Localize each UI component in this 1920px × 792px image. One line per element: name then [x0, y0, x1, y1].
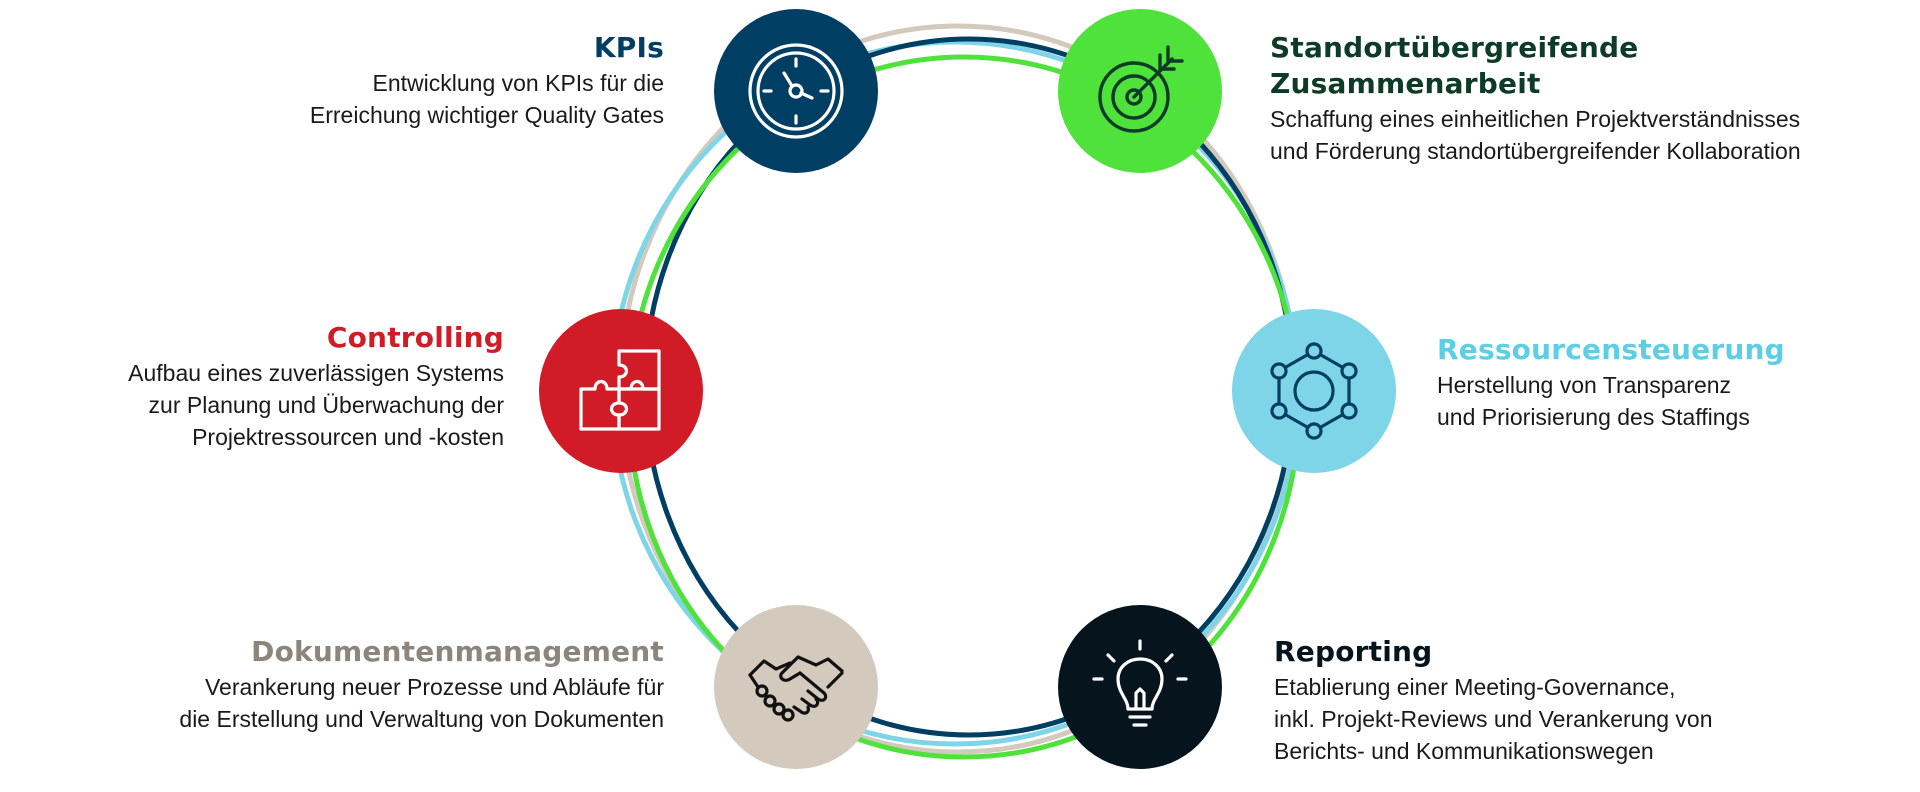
node-kpis — [714, 9, 878, 173]
lightbulb-icon — [1092, 639, 1188, 727]
controlling-desc-line: Aufbau eines zuverlässigen Systems — [128, 360, 504, 386]
controlling-label: Controlling Aufbau eines zuverlässigen S… — [60, 320, 504, 453]
dokumente-title: Dokumentenmanagement — [251, 635, 664, 668]
controlling-description: Aufbau eines zuverlässigen Systems zur P… — [60, 357, 504, 453]
ressourcen-title: Ressourcensteuerung — [1437, 333, 1785, 366]
zusammenarbeit-description: Schaffung eines einheitlichen Projektver… — [1270, 103, 1910, 167]
node-zusammenarbeit — [1058, 9, 1222, 173]
reporting-label: Reporting Etablierung einer Meeting-Gove… — [1274, 634, 1834, 767]
controlling-desc-line: zur Planung und Überwachung der — [148, 392, 504, 418]
ressourcen-label: Ressourcensteuerung Herstellung von Tran… — [1437, 332, 1897, 433]
network-hub-icon — [1270, 342, 1358, 440]
handshake-icon — [748, 655, 844, 722]
ressourcen-desc-line: Herstellung von Transparenz — [1437, 372, 1732, 398]
node-controlling — [539, 309, 703, 473]
kpis-title: KPIs — [593, 31, 664, 64]
gauge-icon — [748, 43, 844, 139]
kpis-desc-line: Erreichung wichtiger Quality Gates — [309, 102, 664, 128]
ressourcen-desc-line: und Priorisierung des Staffings — [1437, 404, 1750, 430]
kpis-description: Entwicklung von KPIs für die Erreichung … — [230, 67, 664, 131]
dokumente-desc-line: die Erstellung und Verwaltung von Dokume… — [179, 706, 664, 732]
kpis-desc-line: Entwicklung von KPIs für die — [372, 70, 664, 96]
zusammenarbeit-label: Standortübergreifende Zusammenarbeit Sch… — [1270, 30, 1910, 167]
node-dokumente — [714, 605, 878, 769]
reporting-desc-line: inkl. Projekt-Reviews und Verankerung vo… — [1274, 706, 1713, 732]
node-reporting — [1058, 605, 1222, 769]
dokumente-description: Verankerung neuer Prozesse und Abläufe f… — [100, 671, 664, 735]
reporting-description: Etablierung einer Meeting-Governance, in… — [1274, 671, 1834, 767]
zusammenarbeit-desc-line: Schaffung eines einheitlichen Projektver… — [1270, 106, 1801, 132]
controlling-title: Controlling — [326, 321, 504, 354]
kpis-label: KPIs Entwicklung von KPIs für die Erreic… — [230, 30, 664, 131]
zusammenarbeit-title: Standortübergreifende Zusammenarbeit — [1270, 31, 1639, 100]
node-ressourcen — [1232, 309, 1396, 473]
dokumente-label: Dokumentenmanagement Verankerung neuer P… — [100, 634, 664, 735]
puzzle-icon — [579, 349, 661, 431]
ressourcen-description: Herstellung von Transparenz und Priorisi… — [1437, 369, 1897, 433]
zusammenarbeit-desc-line: und Förderung standortübergreifender Kol… — [1270, 138, 1801, 164]
reporting-title: Reporting — [1274, 635, 1433, 668]
controlling-desc-line: Projektressourcen und -kosten — [192, 424, 504, 450]
dokumente-desc-line: Verankerung neuer Prozesse und Abläufe f… — [204, 674, 664, 700]
reporting-desc-line: Berichts- und Kommunikationswegen — [1274, 738, 1654, 764]
reporting-desc-line: Etablierung einer Meeting-Governance, — [1274, 674, 1676, 700]
target-arrow-icon — [1098, 45, 1184, 133]
